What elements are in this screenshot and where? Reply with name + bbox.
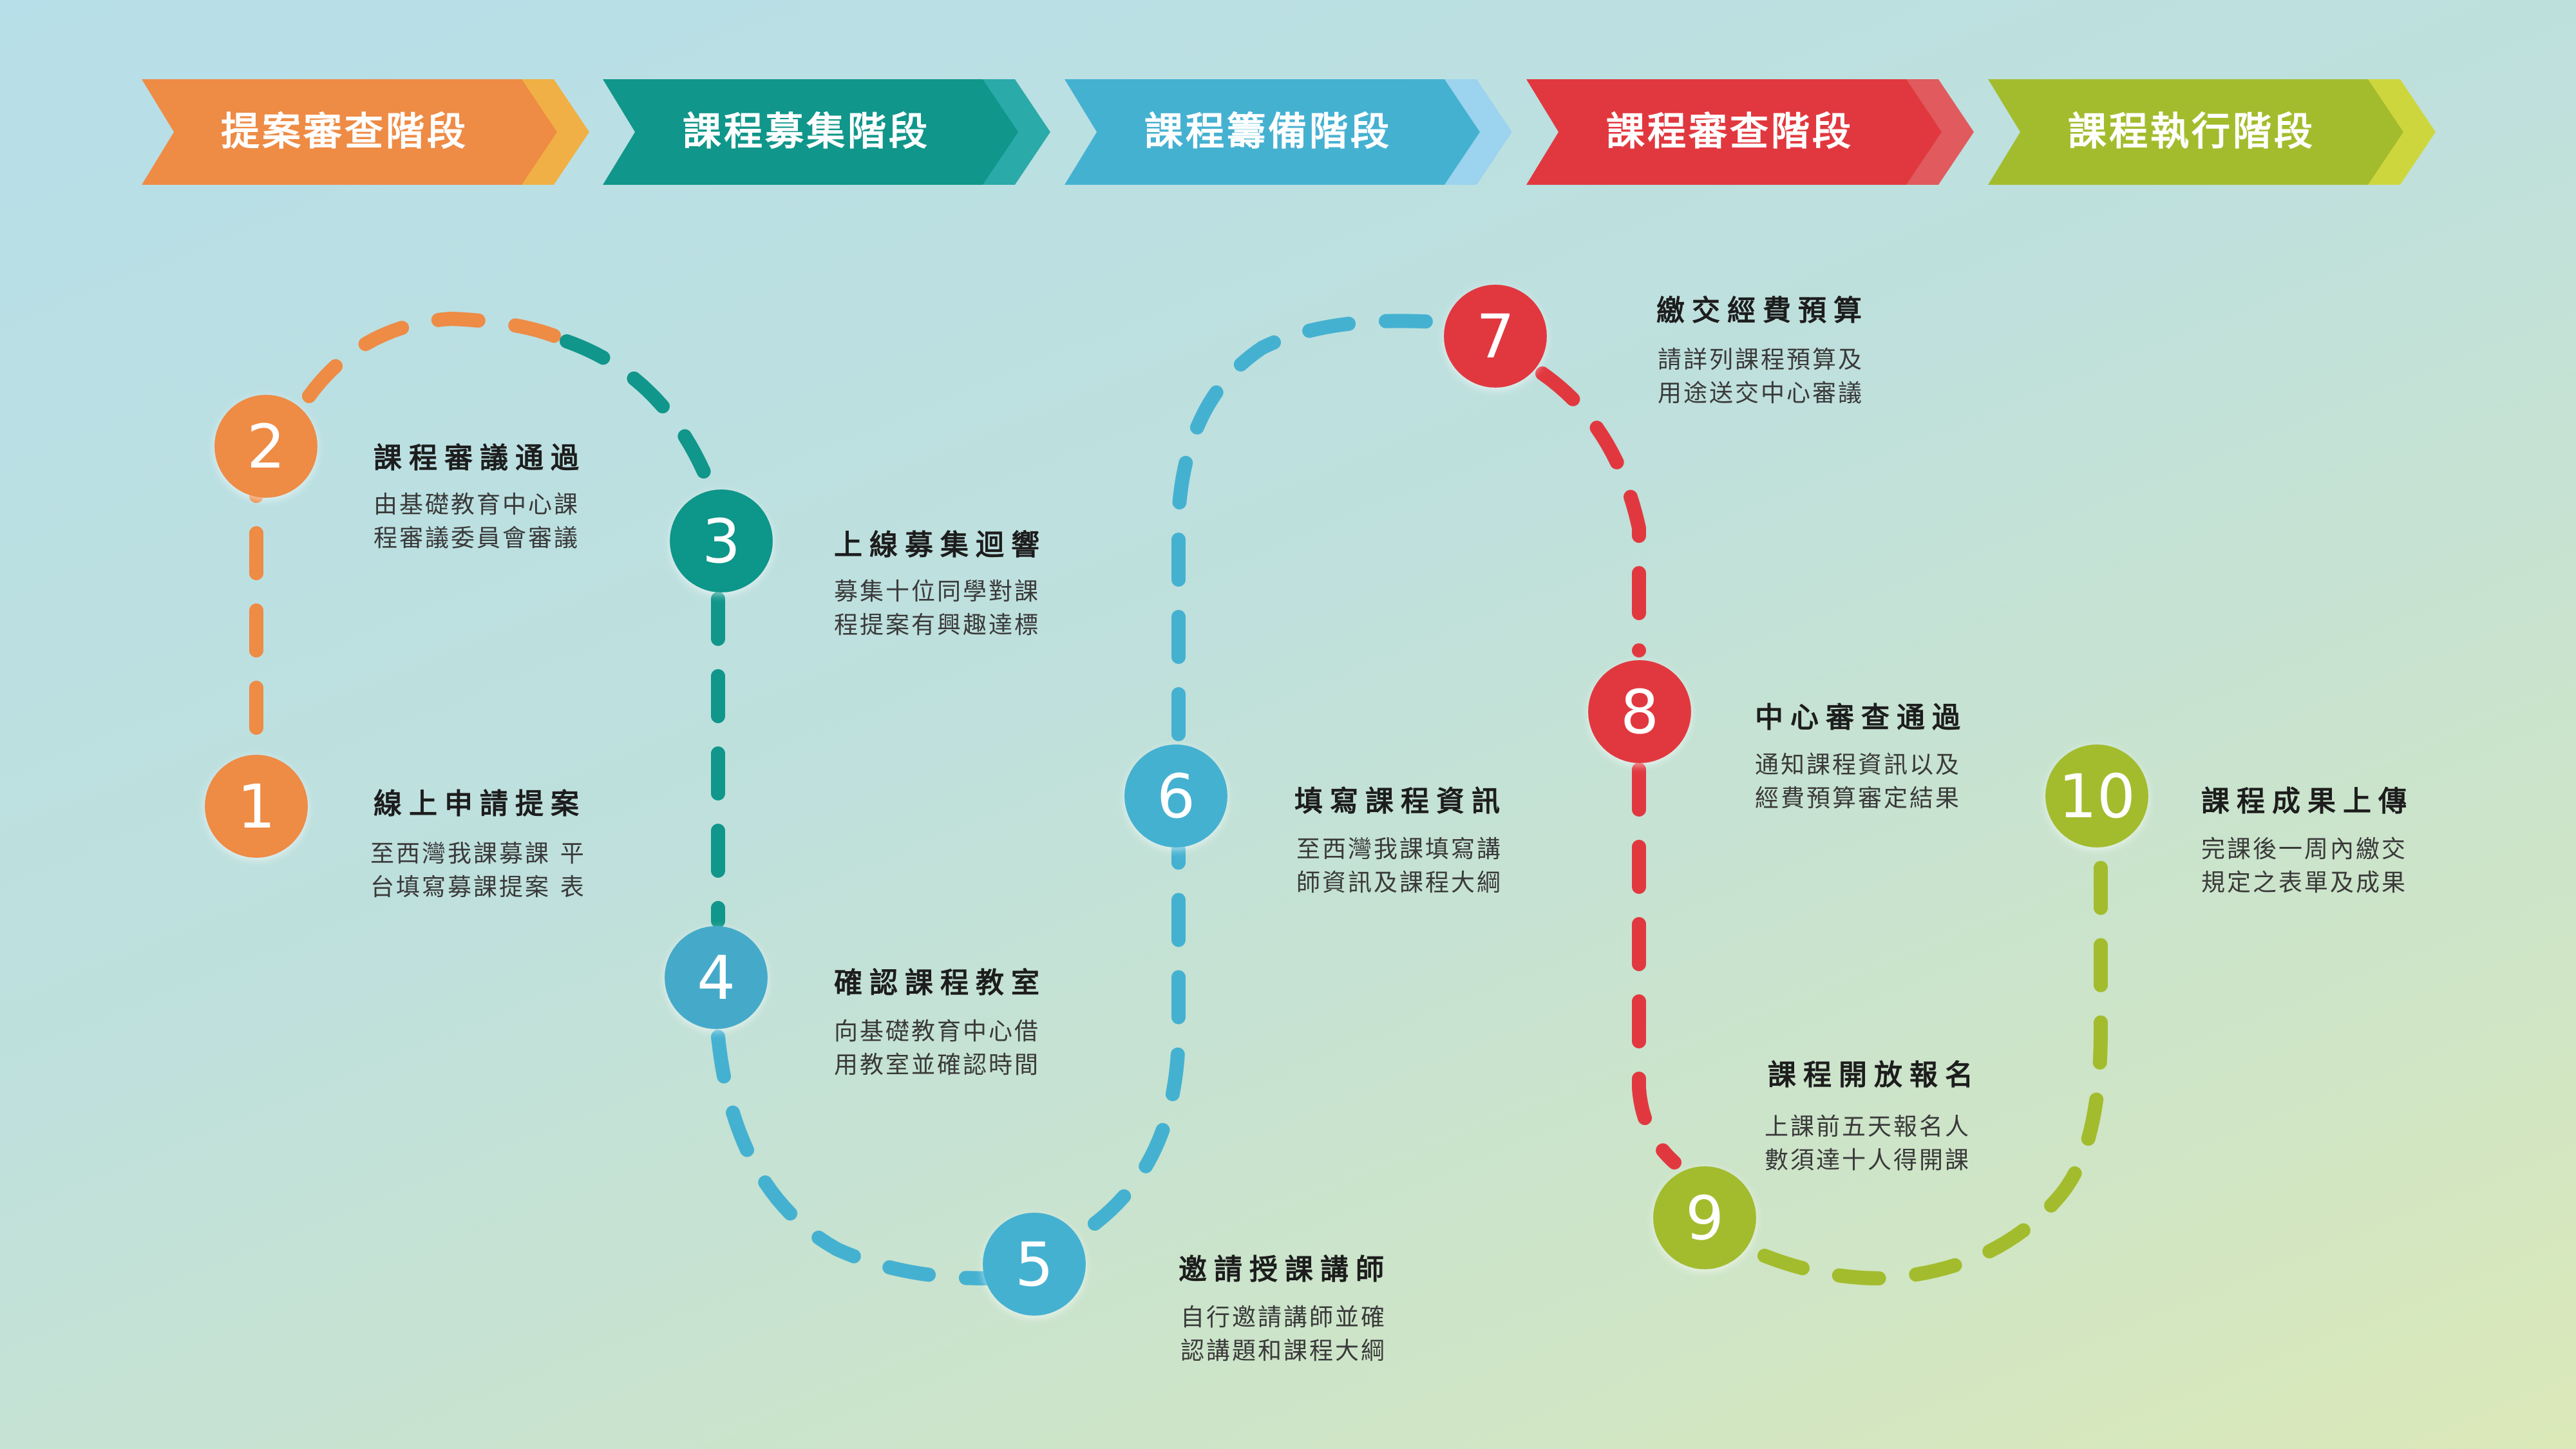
stage-banner-execution: 課程執行階段 (1988, 79, 2436, 185)
step-description-line: 向基礎教育中心借 (834, 1018, 1040, 1045)
step-description-line: 師資訊及課程大綱 (1296, 869, 1502, 896)
step-node-3: 3 (670, 489, 773, 592)
step-title: 上線募集迴響 (834, 529, 1046, 562)
stage-banner-recruitment: 課程募集階段 (603, 79, 1050, 185)
path-segment-6-7 (1171, 314, 1443, 741)
step-node-7: 7 (1444, 285, 1547, 388)
step-description-line: 至西灣我課填寫講 (1296, 835, 1502, 863)
step-description: 募集十位同學對課 程提案有興趣達標 (834, 575, 1092, 642)
path-segment-8-9 (1632, 762, 1681, 1170)
step-description-line: 規定之表單及成果 (2201, 869, 2407, 896)
step-description-line: 認講題和課程大綱 (1180, 1337, 1387, 1365)
step-node-8: 8 (1588, 660, 1691, 763)
step-title: 邀請授課講師 (1179, 1253, 1391, 1286)
step-title: 繳交經費預算 (1656, 294, 1869, 327)
step-description: 通知課程資訊以及 經費預算審定結果 (1755, 748, 2012, 815)
step-title: 課程審議通過 (374, 442, 586, 475)
path-segment-2-3b (560, 334, 725, 516)
path-segment-2-3 (302, 311, 574, 403)
path-segment-4-5 (711, 1030, 992, 1285)
step-title: 線上申請提案 (374, 788, 586, 820)
step-number: 9 (1685, 1184, 1724, 1254)
step-title: 填寫課程資訊 (1294, 785, 1507, 818)
step-number: 8 (1620, 677, 1659, 748)
step-description-line: 至西灣我課募課 平 (370, 840, 586, 867)
step-number: 3 (702, 507, 741, 577)
step-description-line: 經費預算審定結果 (1755, 784, 1961, 812)
step-description-line: 由基礎教育中心課 (374, 491, 580, 518)
stage-label: 課程執行階段 (2068, 109, 2315, 155)
step-number: 4 (697, 943, 735, 1014)
step-title: 確認課程教室 (834, 967, 1046, 999)
path-segment-5-6 (1088, 843, 1186, 1231)
step-description: 由基礎教育中心課 程審議委員會審議 (374, 488, 631, 555)
step-number: 2 (247, 412, 285, 482)
step-description-line: 用途送交中心審議 (1658, 379, 1864, 407)
step-number: 10 (2058, 762, 2136, 832)
step-description-line: 台填寫募課提案 表 (370, 873, 586, 901)
step-title: 課程成果上傳 (2201, 785, 2414, 818)
step-description: 上課前五天報名人 數須達十人得開課 (1765, 1110, 2022, 1177)
step-title: 課程開放報名 (1768, 1059, 1980, 1092)
step-description-line: 自行邀請講師並確 (1180, 1303, 1387, 1331)
step-node-9: 9 (1653, 1166, 1756, 1269)
step-node-2: 2 (214, 395, 317, 498)
step-description-line: 上課前五天報名人 (1765, 1113, 1971, 1141)
step-node-1: 1 (205, 755, 308, 858)
step-node-4: 4 (665, 926, 768, 1029)
step-node-5: 5 (983, 1213, 1086, 1316)
step-description-line: 完課後一周內繳交 (2201, 835, 2407, 863)
step-number: 7 (1476, 302, 1515, 372)
stage-banner-proposal: 提案審查階段 (142, 79, 589, 185)
step-description-line: 通知課程資訊以及 (1755, 751, 1961, 779)
path-segment-7-8 (1535, 366, 1646, 658)
step-description: 完課後一周內繳交 規定之表單及成果 (2201, 833, 2459, 900)
step-description-line: 請詳列課程預算及 (1658, 346, 1864, 374)
path-segment-9-10 (1757, 856, 2108, 1286)
stage-banner-review: 課程審查階段 (1526, 79, 1974, 185)
step-description-line: 程審議委員會審議 (374, 524, 580, 552)
step-description: 請詳列課程預算及 用途送交中心審議 (1658, 343, 1915, 410)
stage-banner-preparation: 課程籌備階段 (1065, 79, 1512, 185)
step-number: 5 (1015, 1230, 1054, 1300)
stage-label: 課程籌備階段 (1144, 109, 1392, 155)
step-node-6: 6 (1124, 744, 1227, 848)
stage-label: 提案審查階段 (221, 109, 468, 155)
step-title: 中心審查通過 (1755, 701, 1967, 734)
step-description-line: 用教室並確認時間 (834, 1051, 1040, 1079)
step-description-line: 數須達十人得開課 (1765, 1146, 1971, 1174)
step-description: 自行邀請講師並確 認講題和課程大綱 (1180, 1301, 1438, 1368)
step-description-line: 募集十位同學對課 (834, 578, 1040, 605)
step-description: 向基礎教育中心借 用教室並確認時間 (834, 1015, 1092, 1082)
step-description-line: 程提案有興趣達標 (834, 611, 1040, 639)
step-node-10: 10 (2045, 744, 2148, 848)
step-description: 至西灣我課填寫講 師資訊及課程大綱 (1296, 833, 1554, 900)
step-description: 至西灣我課募課 平 台填寫募課提案 表 (370, 837, 628, 904)
stage-label: 課程募集階段 (683, 109, 930, 155)
stage-label: 課程審查階段 (1606, 109, 1853, 155)
step-number: 1 (237, 772, 276, 842)
step-number: 6 (1157, 762, 1195, 832)
